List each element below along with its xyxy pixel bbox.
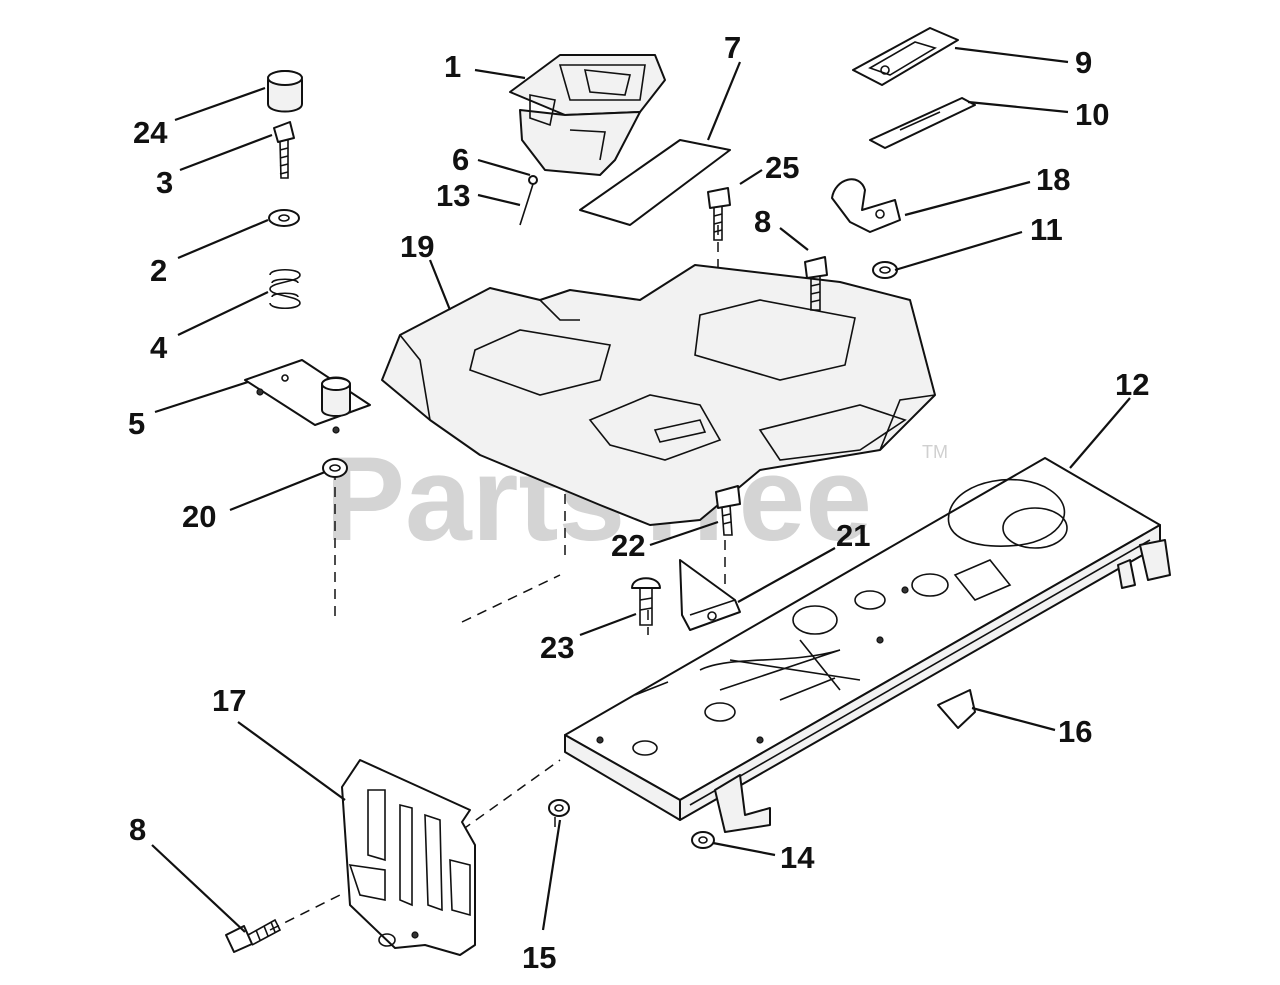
part-3-screw	[273, 121, 295, 179]
label-10: 10	[1075, 97, 1109, 132]
part-8-bolt-top	[804, 256, 828, 311]
part-7-decal	[579, 139, 731, 226]
label-14: 14	[780, 840, 815, 875]
watermark-tm: TM	[922, 442, 948, 462]
label-19: 19	[400, 229, 434, 264]
part-17-front-plate	[341, 759, 476, 956]
part-2-washer	[268, 209, 300, 227]
label-25: 25	[765, 150, 799, 185]
part-24-cap	[267, 70, 303, 113]
part-4-spring	[269, 268, 301, 310]
label-15: 15	[522, 940, 556, 975]
label-20: 20	[182, 499, 216, 534]
label-12: 12	[1115, 367, 1149, 402]
part-23-bolt	[631, 577, 661, 626]
label-1: 1	[444, 49, 461, 84]
part-20-grommet	[322, 458, 348, 478]
label-11: 11	[1030, 212, 1063, 247]
label-6: 6	[452, 142, 469, 177]
label-18: 18	[1036, 162, 1070, 197]
leader-lines	[151, 46, 1131, 933]
part-5-switch-plate	[244, 359, 371, 434]
part-16-bumper	[937, 689, 976, 729]
label-2: 2	[150, 253, 167, 288]
part-12-frame	[564, 457, 1171, 833]
label-23: 23	[540, 630, 574, 665]
label-24: 24	[133, 115, 168, 150]
part-25-bolt	[707, 187, 731, 241]
part-8-bolt-bottom	[225, 918, 282, 953]
part-21-bracket	[679, 559, 741, 631]
label-8-top: 8	[754, 204, 771, 239]
label-9: 9	[1075, 45, 1092, 80]
label-8-bottom: 8	[129, 812, 146, 847]
label-5: 5	[128, 406, 145, 441]
label-13: 13	[436, 178, 470, 213]
label-21: 21	[836, 518, 870, 553]
part-9-bracket	[852, 27, 959, 86]
label-22: 22	[611, 528, 645, 563]
label-16: 16	[1058, 714, 1092, 749]
part-labels: 1 7 9 10 18 11 25 8 6 13 19 24 3 2 4 5 2…	[128, 30, 1149, 975]
label-17: 17	[212, 683, 246, 718]
part-18-clip	[831, 178, 901, 233]
part-15-nut	[548, 799, 570, 817]
label-3: 3	[156, 165, 173, 200]
part-11-nut	[872, 261, 898, 279]
part-22-bolt	[715, 485, 741, 536]
label-4: 4	[150, 330, 168, 365]
part-10-plate	[869, 97, 976, 149]
part-6-13-wire	[519, 175, 538, 226]
part-14-nut	[691, 831, 715, 849]
part-19-panel	[381, 264, 936, 526]
label-7: 7	[724, 30, 741, 65]
part-1-housing	[509, 54, 666, 176]
